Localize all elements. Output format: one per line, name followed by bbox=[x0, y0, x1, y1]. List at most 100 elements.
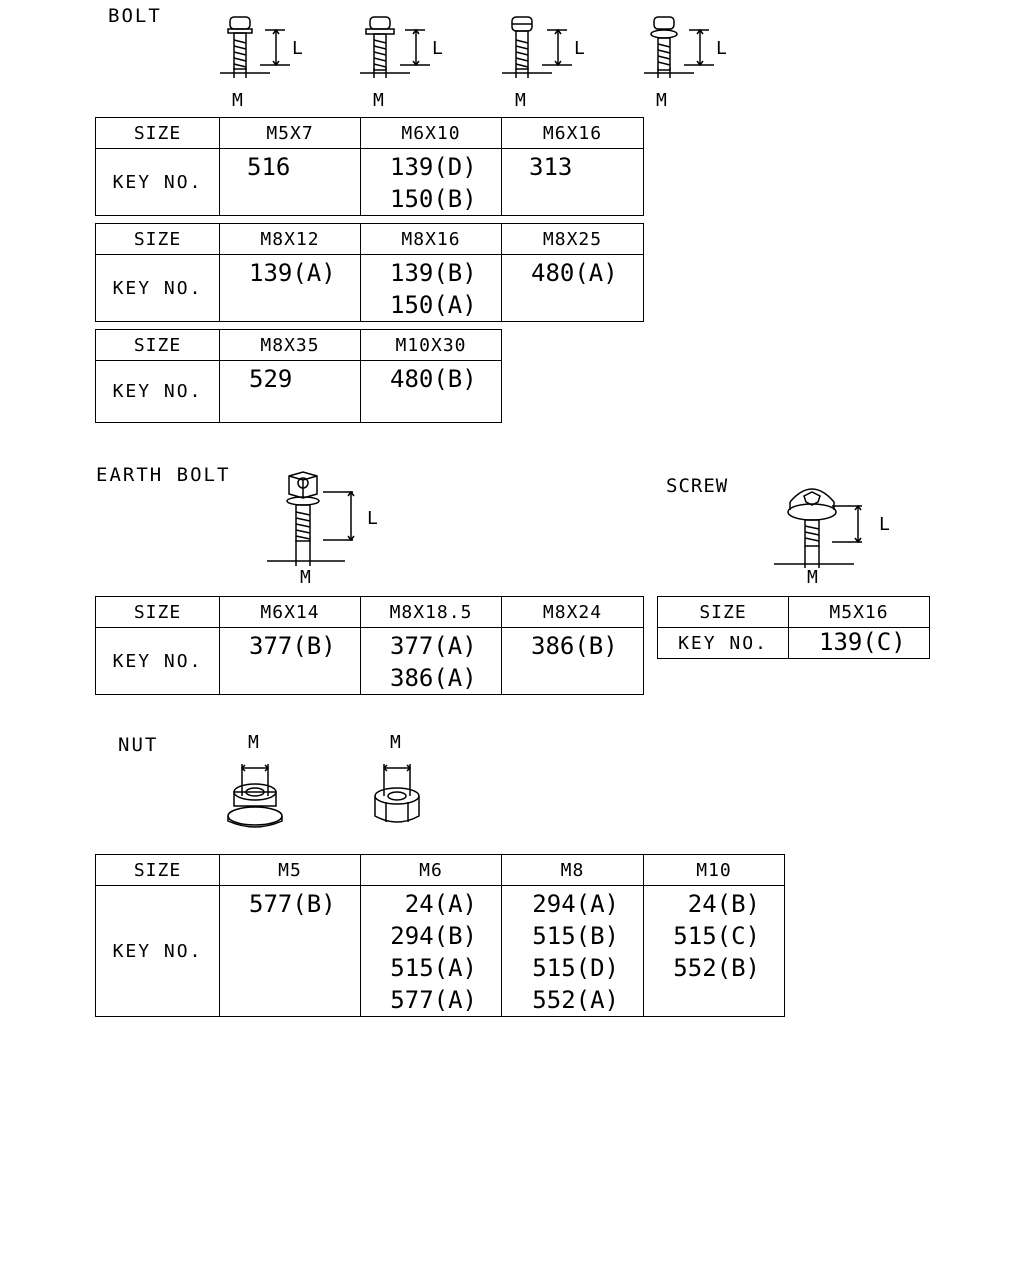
bolt2-dim-m: M bbox=[373, 90, 384, 111]
key-cell: 139(C) bbox=[788, 627, 930, 659]
key-value: 294(A) bbox=[532, 890, 619, 918]
bolt1-dim-m: M bbox=[232, 90, 243, 111]
screw-table: SIZE M5X16 KEY NO. 139(C) bbox=[657, 596, 930, 659]
key-value: 377(A) bbox=[390, 632, 477, 660]
screw-dim-m: M bbox=[807, 567, 818, 588]
key-cell: 139(D) 150(B) bbox=[360, 148, 502, 216]
bolt-figure-4 bbox=[644, 16, 714, 78]
bolt1-dim-l: L bbox=[292, 38, 303, 59]
size-cell: M8X12 bbox=[219, 223, 361, 255]
size-header: SIZE bbox=[95, 596, 220, 628]
earth-bolt-table: SIZE M6X14 M8X18.5 M8X24 KEY NO. 377(B) … bbox=[95, 596, 644, 695]
size-header: SIZE bbox=[95, 854, 220, 886]
key-value: 515(C) bbox=[673, 922, 760, 950]
earth-bolt-figure bbox=[267, 471, 355, 566]
key-value: 24(B) bbox=[687, 890, 760, 918]
key-cell: 377(B) bbox=[219, 627, 361, 695]
size-cell: M6X14 bbox=[219, 596, 361, 628]
bolt3-dim-l: L bbox=[574, 38, 585, 59]
key-value: 515(B) bbox=[532, 922, 619, 950]
key-cell: 24(B) 515(C) 552(B) bbox=[643, 885, 785, 1017]
key-cell: 386(B) bbox=[501, 627, 644, 695]
size-header: SIZE bbox=[95, 223, 220, 255]
key-value: 139(C) bbox=[819, 628, 906, 656]
key-cell: 139(A) bbox=[219, 254, 361, 322]
size-header: SIZE bbox=[657, 596, 789, 628]
key-cell: 294(A) 515(B) 515(D) 552(A) bbox=[501, 885, 644, 1017]
key-value: 313 bbox=[529, 153, 573, 181]
nut-figure-2 bbox=[374, 764, 420, 823]
key-value: 377(B) bbox=[249, 632, 336, 660]
size-cell: M6 bbox=[360, 854, 502, 886]
bolt-table-2: SIZE M8X12 M8X16 M8X25 KEY NO. 139(A) 13… bbox=[95, 223, 644, 322]
key-no-header: KEY NO. bbox=[95, 360, 220, 423]
size-cell: M10 bbox=[643, 854, 785, 886]
bolt4-dim-m: M bbox=[656, 90, 667, 111]
size-header: SIZE bbox=[95, 117, 220, 149]
key-value: 552(B) bbox=[673, 954, 760, 982]
size-cell: M8X35 bbox=[219, 329, 361, 361]
key-value: 515(A) bbox=[390, 954, 477, 982]
size-cell: M6X16 bbox=[501, 117, 644, 149]
key-value: 24(A) bbox=[404, 890, 477, 918]
earth-bolt-section-title: EARTH BOLT bbox=[96, 464, 231, 486]
screw-section-title: SCREW bbox=[666, 475, 729, 497]
key-value: 294(B) bbox=[390, 922, 477, 950]
key-no-header: KEY NO. bbox=[657, 627, 789, 659]
bolt4-dim-l: L bbox=[716, 38, 727, 59]
key-value: 139(A) bbox=[249, 259, 336, 287]
size-cell: M8X16 bbox=[360, 223, 502, 255]
nut2-dim-m: M bbox=[390, 732, 401, 753]
key-cell: 577(B) bbox=[219, 885, 361, 1017]
size-cell: M8X24 bbox=[501, 596, 644, 628]
earth-bolt-dim-l: L bbox=[367, 508, 378, 529]
key-value: 529 bbox=[249, 365, 293, 393]
bolt3-dim-m: M bbox=[515, 90, 526, 111]
key-cell: 377(A) 386(A) bbox=[360, 627, 502, 695]
screw-figure bbox=[774, 488, 862, 568]
bolt-section-title: BOLT bbox=[108, 5, 162, 27]
key-value: 139(B) bbox=[390, 259, 477, 287]
key-cell: 529 bbox=[219, 360, 361, 423]
size-header: SIZE bbox=[95, 329, 220, 361]
key-no-header: KEY NO. bbox=[95, 627, 220, 695]
size-cell: M5 bbox=[219, 854, 361, 886]
key-no-header: KEY NO. bbox=[95, 148, 220, 216]
key-cell: 480(A) bbox=[501, 254, 644, 322]
key-value: 150(A) bbox=[390, 291, 477, 319]
nut1-dim-m: M bbox=[248, 732, 259, 753]
key-value: 516 bbox=[247, 153, 291, 181]
nut-figure-1 bbox=[227, 764, 283, 828]
key-no-header: KEY NO. bbox=[95, 885, 220, 1017]
bolt-figure-3 bbox=[502, 16, 572, 78]
key-value: 480(A) bbox=[531, 259, 618, 287]
nut-section-title: NUT bbox=[118, 734, 159, 756]
size-cell: M5X16 bbox=[788, 596, 930, 628]
nut-table: SIZE M5 M6 M8 M10 KEY NO. 577(B) 24(A) 2… bbox=[95, 854, 785, 1017]
size-cell: M8X25 bbox=[501, 223, 644, 255]
key-cell: 480(B) bbox=[360, 360, 502, 423]
bolt-table-3: SIZE M8X35 M10X30 KEY NO. 529 480(B) bbox=[95, 329, 502, 423]
key-cell: 313 bbox=[501, 148, 644, 216]
bolt-table-1: SIZE M5X7 M6X10 M6X16 KEY NO. 516 139(D)… bbox=[95, 117, 644, 216]
bolt-figure-1 bbox=[220, 16, 290, 78]
key-value: 386(B) bbox=[531, 632, 618, 660]
size-cell: M8 bbox=[501, 854, 644, 886]
key-value: 139(D) bbox=[390, 153, 477, 181]
key-value: 577(A) bbox=[390, 986, 477, 1014]
key-value: 386(A) bbox=[390, 664, 477, 692]
earth-bolt-dim-m: M bbox=[300, 567, 311, 588]
key-cell: 516 bbox=[219, 148, 361, 216]
key-value: 480(B) bbox=[390, 365, 477, 393]
key-no-header: KEY NO. bbox=[95, 254, 220, 322]
key-value: 150(B) bbox=[390, 185, 477, 213]
bolt2-dim-l: L bbox=[432, 38, 443, 59]
size-cell: M5X7 bbox=[219, 117, 361, 149]
screw-dim-l: L bbox=[879, 514, 890, 535]
key-value: 577(B) bbox=[249, 890, 336, 918]
size-cell: M10X30 bbox=[360, 329, 502, 361]
size-cell: M6X10 bbox=[360, 117, 502, 149]
bolt-figure-2 bbox=[360, 16, 430, 78]
key-cell: 24(A) 294(B) 515(A) 577(A) bbox=[360, 885, 502, 1017]
key-value: 552(A) bbox=[532, 986, 619, 1014]
